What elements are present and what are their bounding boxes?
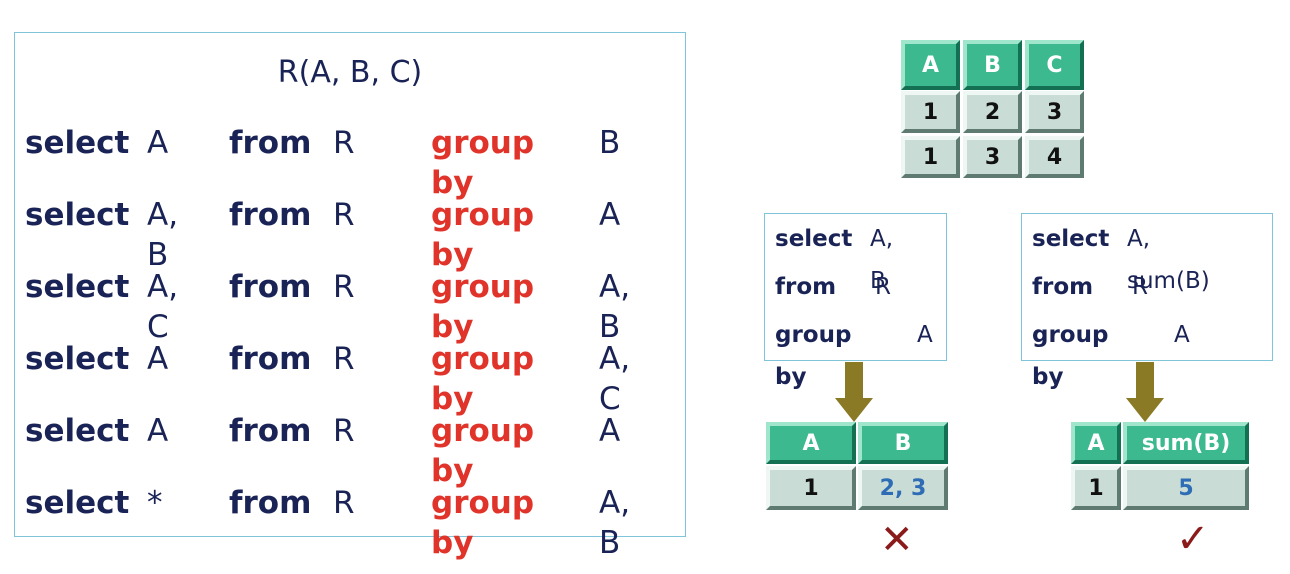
table-header: B — [963, 40, 1022, 90]
group-columns: A — [599, 197, 621, 233]
group-columns: B — [599, 125, 621, 161]
select-keyword: select — [25, 485, 130, 521]
from-keyword: from — [229, 125, 312, 161]
table-cell: 2 — [963, 91, 1022, 133]
from-keyword: from — [1032, 274, 1094, 300]
relation-schema: R(A, B, C) — [277, 55, 423, 90]
table-header: A — [1071, 422, 1121, 464]
from-table: R — [1132, 274, 1148, 300]
table-cell: 1 — [901, 91, 960, 133]
group-columns: A — [599, 413, 621, 449]
group-columns: A, B — [599, 485, 631, 561]
select-columns: A, B — [147, 197, 179, 273]
select-keyword: select — [25, 413, 130, 449]
group-by-keyword: group by — [431, 125, 535, 201]
table-header: B — [858, 422, 948, 464]
from-table: R — [333, 125, 355, 161]
group-by-keyword: group by — [431, 269, 535, 345]
table-cell: 1 — [766, 466, 856, 510]
from-table: R — [333, 485, 355, 521]
from-table: R — [333, 413, 355, 449]
group-by-keyword: group by — [775, 322, 852, 390]
bad-query-box: select A, B from R group by A — [764, 213, 947, 390]
table-header: C — [1025, 40, 1084, 90]
select-keyword: select — [25, 341, 130, 377]
table-header: A — [901, 40, 960, 90]
select-columns: * — [147, 485, 163, 521]
group-by-keyword: group by — [431, 485, 535, 561]
table-cell: 1 — [1071, 466, 1121, 510]
table-cell: 3 — [963, 136, 1022, 178]
select-keyword: select — [25, 197, 130, 233]
select-columns: A, sum(B) — [1127, 226, 1210, 294]
table-cell: 2, 3 — [858, 466, 948, 510]
table-cell: 5 — [1123, 466, 1249, 510]
select-keyword: select — [25, 125, 130, 161]
group-by-keyword: group by — [1032, 322, 1109, 390]
select-columns: A, C — [147, 269, 179, 345]
table-header: A — [766, 422, 856, 464]
group-columns: A, C — [599, 341, 631, 417]
table-cell: 3 — [1025, 91, 1084, 133]
from-keyword: from — [229, 485, 312, 521]
down-arrow-icon — [1126, 362, 1164, 422]
from-keyword: from — [229, 413, 312, 449]
from-table: R — [875, 274, 891, 300]
down-arrow-icon — [835, 362, 873, 422]
select-columns: A — [147, 413, 169, 449]
select-keyword: select — [775, 226, 853, 252]
from-table: R — [333, 197, 355, 233]
select-keyword: select — [1032, 226, 1110, 252]
select-columns: A — [147, 125, 169, 161]
table-header: sum(B) — [1123, 422, 1249, 464]
query-examples-panel: R(A, B, C) select A from R group by B se… — [14, 32, 686, 561]
from-table: R — [333, 341, 355, 377]
cross-icon: ✕ — [880, 517, 914, 563]
group-by-keyword: group by — [431, 197, 535, 273]
from-keyword: from — [229, 341, 312, 377]
group-columns: A — [1174, 322, 1190, 348]
group-by-keyword: group by — [431, 413, 535, 489]
select-columns: A, B — [870, 226, 894, 294]
group-by-keyword: group by — [431, 341, 535, 417]
good-query-box: select A, sum(B) from R group by A — [1021, 213, 1273, 390]
group-columns: A, B — [599, 269, 631, 345]
check-icon: ✓ — [1176, 516, 1210, 562]
from-keyword: from — [229, 197, 312, 233]
from-table: R — [333, 269, 355, 305]
select-columns: A — [147, 341, 169, 377]
group-columns: A — [917, 322, 933, 348]
select-keyword: select — [25, 269, 130, 305]
from-keyword: from — [775, 274, 837, 300]
from-keyword: from — [229, 269, 312, 305]
table-cell: 4 — [1025, 136, 1084, 178]
table-cell: 1 — [901, 136, 960, 178]
